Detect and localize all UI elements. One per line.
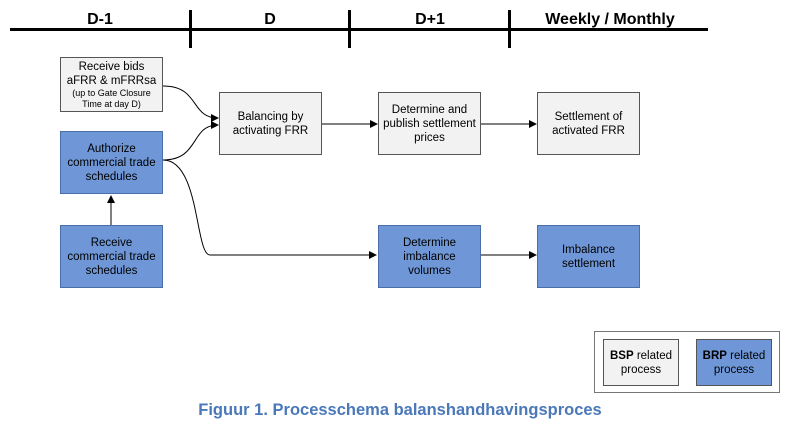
- node-authorize: Authorize commercial trade schedules: [60, 131, 163, 194]
- legend-brp-bold: BRP: [702, 349, 727, 362]
- node-settlement-frr: Settlement of activated FRR: [537, 92, 640, 155]
- phase-weekly-monthly: Weekly / Monthly: [545, 11, 675, 28]
- node-authorize-text: Authorize commercial trade schedules: [67, 142, 156, 183]
- node-balancing: Balancing by activating FRR: [219, 92, 322, 155]
- edge-authorize-to-imbalance-volumes: [162, 159, 377, 259]
- node-balancing-text: Balancing by activating FRR: [232, 110, 309, 137]
- edge-authorize-to-balancing: [162, 121, 219, 161]
- edge-receive-bids-to-balancing: [162, 85, 219, 122]
- timeline-tick: [348, 10, 351, 48]
- phase-d: D: [264, 11, 276, 28]
- timeline-axis: [10, 28, 708, 31]
- node-receive-schedules: Receive commercial trade schedules: [60, 225, 163, 288]
- node-receive-bids-note: (up to Gate Closure Time at day D): [72, 87, 151, 109]
- node-determine-prices: Determine and publish settlement prices: [378, 92, 481, 155]
- phase-d-plus-1: D+1: [415, 11, 445, 28]
- legend-bsp-rest: related process: [620, 349, 672, 376]
- node-imbalance-settlement-text: Imbalance settlement: [561, 243, 616, 270]
- legend-bsp: BSP related process: [603, 339, 679, 386]
- node-determine-prices-text: Determine and publish settlement prices: [383, 103, 476, 144]
- legend-bsp-bold: BSP: [609, 349, 634, 362]
- legend-bsp-label: BSP related process: [610, 349, 672, 377]
- node-imbalance-settlement: Imbalance settlement: [537, 225, 640, 288]
- phase-d-minus-1: D-1: [87, 11, 113, 28]
- node-receive-schedules-text: Receive commercial trade schedules: [67, 236, 156, 277]
- legend-brp-label: BRP related process: [703, 349, 766, 377]
- node-imbalance-volumes: Determine imbalance volumes: [378, 225, 481, 288]
- timeline-tick: [508, 10, 511, 48]
- timeline-tick: [189, 10, 192, 48]
- legend-brp-rest: related process: [713, 349, 766, 376]
- node-receive-bids-text: Receive bids aFRR & mFRRsa: [66, 60, 157, 87]
- legend-brp: BRP related process: [696, 339, 772, 386]
- node-receive-bids: Receive bids aFRR & mFRRsa (up to Gate C…: [60, 57, 163, 112]
- node-imbalance-volumes-text: Determine imbalance volumes: [402, 236, 457, 277]
- figure-caption: Figuur 1. Processchema balanshandhavings…: [198, 401, 602, 419]
- node-settlement-frr-text: Settlement of activated FRR: [552, 110, 625, 137]
